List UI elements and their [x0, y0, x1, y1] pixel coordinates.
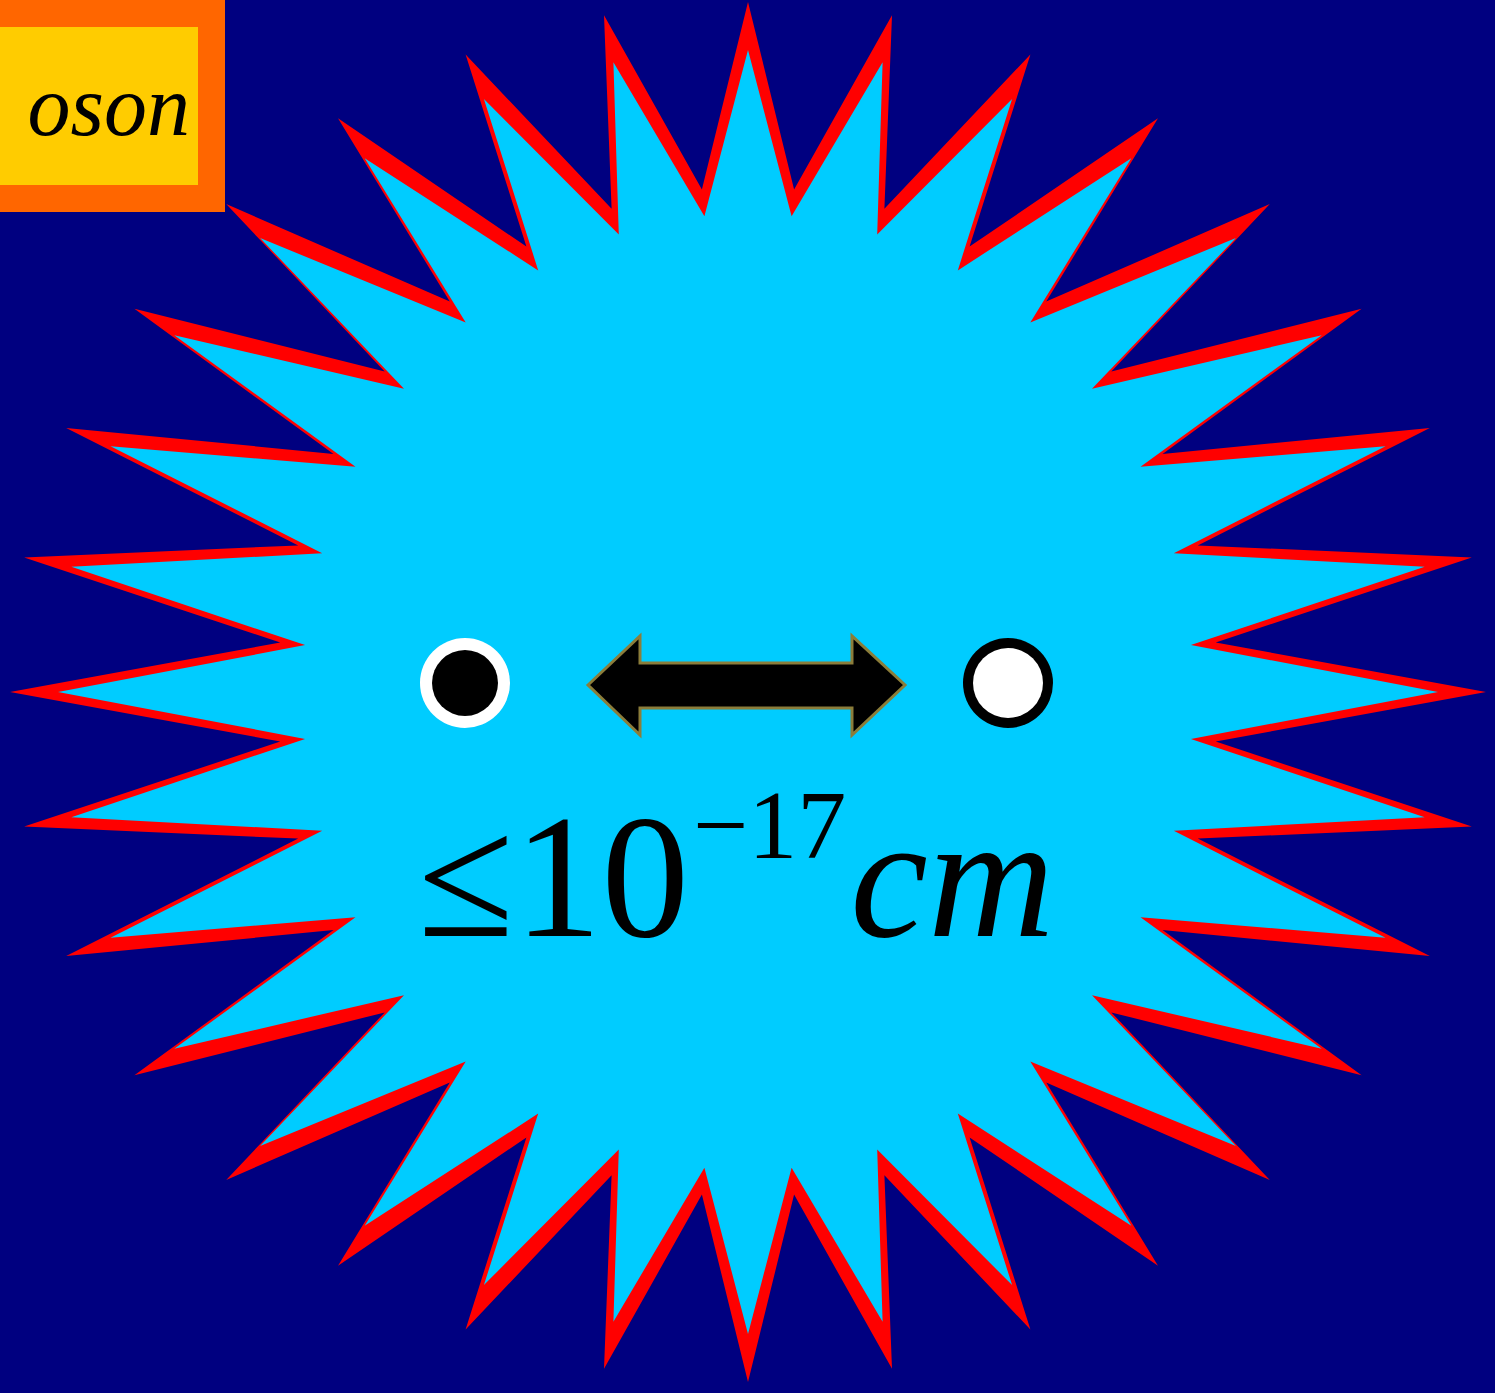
- size-exponent: −17: [693, 771, 846, 879]
- starburst-outline: [10, 2, 1486, 1382]
- size-unit: cm: [850, 780, 1054, 974]
- particle-dark: [432, 650, 498, 716]
- title-text: oson: [28, 63, 190, 149]
- size-label: ≤10−17cm: [418, 790, 1054, 965]
- antiparticle-ring: [963, 638, 1053, 728]
- starburst-fill: [58, 50, 1438, 1334]
- title-box: oson: [0, 0, 225, 212]
- size-bound: ≤10: [418, 780, 689, 974]
- antiparticle-light: [973, 648, 1043, 718]
- double-arrow: [588, 636, 905, 735]
- particle-ring: [420, 638, 510, 728]
